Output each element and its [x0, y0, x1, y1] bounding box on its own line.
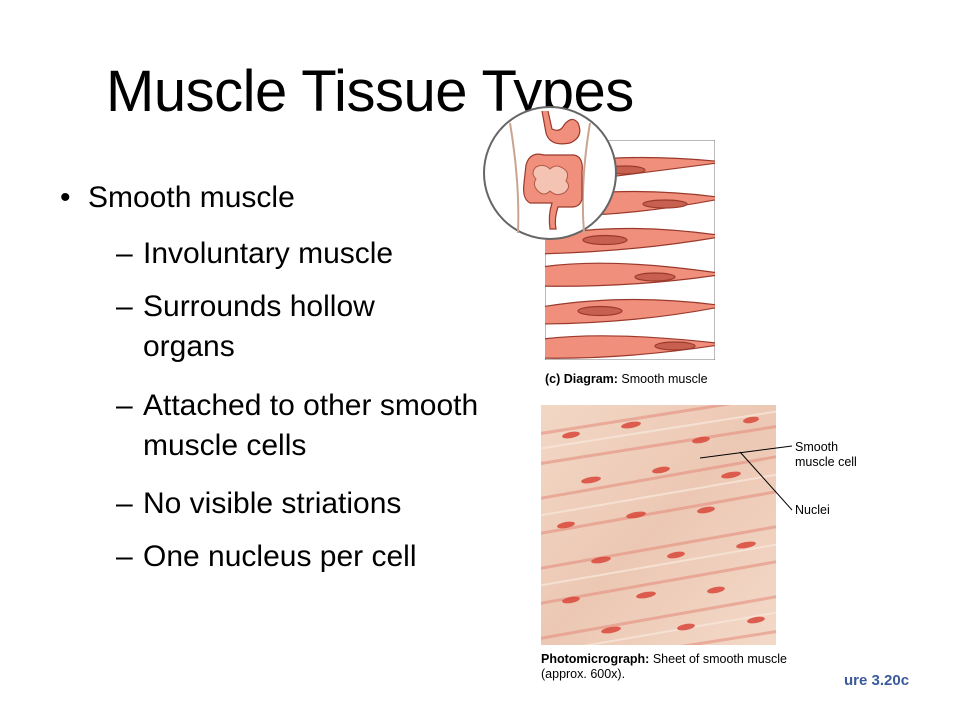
bullet-smooth-muscle: • Smooth muscle — [60, 178, 500, 218]
sub-item-text: No visible striations — [143, 487, 402, 520]
sub-item: – No visible striations — [116, 484, 496, 524]
photo-caption-prefix: Photomicrograph: — [541, 652, 650, 666]
diagram-caption-text: Smooth muscle — [621, 372, 708, 386]
digestive-organs-inset — [483, 106, 617, 240]
sub-item: – One nucleus per cell — [116, 537, 496, 577]
bullet-list: • Smooth muscle — [60, 178, 500, 218]
diagram-caption-prefix: (c) Diagram: — [545, 372, 618, 386]
bullet-text: Smooth muscle — [88, 181, 295, 214]
diagram-caption: (c) Diagram: Smooth muscle — [545, 372, 708, 387]
sub-item-text: Surrounds hollow organs — [143, 290, 375, 363]
label-smooth-muscle-cell: Smooth muscle cell — [795, 440, 857, 469]
figure-reference: ure 3.20c — [844, 672, 910, 689]
sub-dash: – — [116, 389, 133, 422]
label-nuclei: Nuclei — [795, 503, 830, 517]
bullet-dot: • — [60, 181, 71, 214]
sub-dash: – — [116, 290, 133, 323]
sub-item: – Involuntary muscle — [116, 234, 496, 274]
smooth-muscle-diagram — [545, 140, 715, 360]
photo-caption: Photomicrograph: Sheet of smooth muscle … — [541, 652, 806, 682]
sub-dash: – — [116, 487, 133, 520]
photo-caption-text: Sheet of smooth muscle (approx. 600x). — [541, 652, 787, 681]
sub-item: – Surrounds hollow organs — [116, 287, 436, 367]
label-leader-lines — [700, 445, 793, 511]
photomicrograph — [541, 405, 776, 645]
sub-item-text: One nucleus per cell — [143, 540, 417, 573]
sub-dash: – — [116, 237, 133, 270]
sub-dash: – — [116, 540, 133, 573]
sub-item-text: Involuntary muscle — [143, 237, 394, 270]
sub-item: – Attached to other smooth muscle cells — [116, 386, 486, 466]
sub-item-text: Attached to other smooth muscle cells — [143, 389, 479, 462]
